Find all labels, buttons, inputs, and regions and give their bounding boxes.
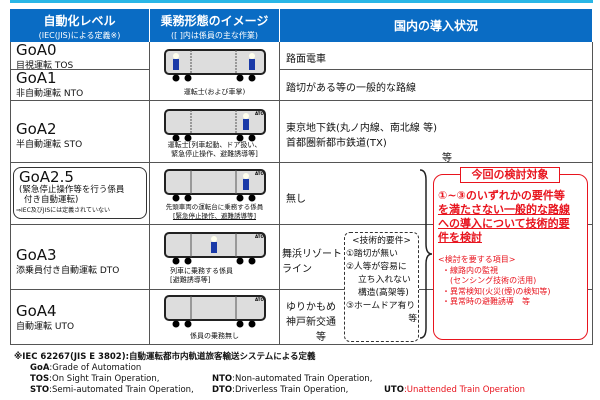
- table-row-goa0: GoA0 目視運転 TOS 路面電車: [10, 41, 593, 71]
- train-unattended-icon: ATO: [164, 295, 266, 328]
- goa-level: GoA4: [16, 302, 57, 320]
- study-title: 今回の検討対象: [460, 167, 560, 183]
- crew-caption: 運転士(および車掌): [183, 88, 246, 96]
- study-main-line: 件を検討: [438, 231, 482, 244]
- study-item: ・異常検知(火災(煙)の検知等): [442, 286, 551, 296]
- header-subtitle: ([ ]内は係員の主な作業): [170, 31, 259, 40]
- abbr-def: :Unattended Train Operation: [403, 385, 526, 395]
- status-text: ゆりかもめ: [286, 302, 336, 313]
- goa-level: GoA2: [16, 120, 57, 138]
- ato-label: ATO: [255, 111, 265, 116]
- status-text: 東京地下鉄(丸ノ内線、南北線 等): [286, 123, 437, 134]
- study-item: ・線路内の監視: [442, 265, 498, 275]
- table-row-goa2: GoA2 半自動運転 STO ATO 運転士[列車起動、ドア扱い、緊急停止操作、避…: [10, 101, 593, 164]
- crew-caption: 列車に乗務する係員: [170, 267, 233, 275]
- top-accent-bar: [10, 0, 593, 3]
- train-two-drivers-icon: [164, 49, 266, 82]
- abbr: DTO: [212, 385, 233, 395]
- goa-note: ⇒IEC及びJISには定義されていない: [16, 207, 110, 214]
- header-automation-level: 自動化レベル (IEC(JIS)による定義※): [10, 9, 150, 42]
- requirements-title: <技術的要件>: [352, 236, 411, 246]
- requirement-item: 等: [408, 314, 417, 324]
- footnote-dto: DTO:Driverless Train Operation,: [212, 385, 348, 396]
- study-items-title: <検討を要する項目>: [438, 255, 516, 264]
- requirement-item: ②人等が容易に: [346, 262, 407, 272]
- goa-name: 非自動運転 NTO: [16, 89, 84, 99]
- train-attendant-icon: ATO: [164, 232, 266, 265]
- footnote-nto: NTO:Non-automated Train Operation,: [212, 374, 372, 385]
- study-item: ・異常時の避難誘導 等: [442, 297, 530, 306]
- technical-requirements-box: <技術的要件> ①踏切が無い ②人等が容易に 立ち入れない 構造(高架等) ③ホ…: [344, 232, 419, 342]
- goa-name: 半自動運転 STO: [16, 140, 83, 150]
- status-text: 路面電車: [286, 54, 326, 65]
- crew-caption: 運転士[列車起動、ドア扱い、: [167, 141, 262, 149]
- table-row-goa1: GoA1 非自動運転 NTO 踏切がある等の一般的な路線: [10, 70, 593, 101]
- train-front-crew-icon: ATO: [164, 169, 266, 202]
- status-text: 等: [316, 332, 326, 343]
- header-domestic-status: 国内の導入状況: [280, 9, 593, 42]
- study-main: ①~③のいずれかの要件等 を満たさない一般的な路線 への導入について技術的要 件…: [434, 189, 587, 245]
- study-main-line: への導入について技術的要: [438, 217, 570, 230]
- status-text: 舞浜リゾート: [282, 249, 342, 260]
- goa-level: GoA0: [16, 41, 57, 59]
- brace-icon: [419, 169, 433, 339]
- status-text: 神戸新交通: [286, 317, 336, 328]
- crew-caption: [避難誘導等]: [170, 276, 211, 284]
- abbr: STO: [30, 385, 50, 395]
- abbr: GoA: [30, 363, 50, 373]
- abbr-def: :Semi-automated Train Operation,: [49, 385, 194, 395]
- abbr: NTO: [212, 374, 233, 384]
- train-ato-driver-icon: ATO: [164, 109, 266, 142]
- abbr: TOS: [30, 374, 50, 384]
- goa2-5-bracket: GoA2.5(緊急停止操作等を行う係員付き自動運転) ⇒IEC及びJISには定義さ…: [13, 167, 147, 219]
- ato-label: ATO: [255, 297, 265, 302]
- abbr-def: :Non-automated Train Operation,: [232, 374, 373, 384]
- requirement-item: ③ホームドア有り: [346, 301, 416, 311]
- abbr-def: :Grade of Automation: [49, 363, 142, 373]
- status-text: 首都圏新都市鉄道(TX): [286, 138, 387, 149]
- status-text: ライン: [282, 264, 312, 275]
- study-main-line: を満たさない一般的な路線: [438, 203, 570, 216]
- crew-caption: 係員の乗務無し: [190, 332, 239, 340]
- footnote-tos: TOS:On Sight Train Operation,: [30, 374, 159, 385]
- status-text: 踏切がある等の一般的な路線: [286, 83, 416, 94]
- status-text: 等: [442, 153, 452, 164]
- goa-level: GoA2.5: [19, 168, 74, 186]
- header-title: 国内の導入状況: [393, 19, 478, 33]
- goa-name: (緊急停止操作等を行う係員: [19, 185, 125, 195]
- requirement-item: ①踏切が無い: [346, 249, 398, 259]
- abbr: UTO: [384, 385, 404, 395]
- crew-caption: 先頭車両の運転台に乗務する係員: [165, 203, 264, 211]
- crew-caption: 緊急停止操作、避難誘導等]: [171, 150, 258, 158]
- status-text: 無し: [286, 194, 306, 205]
- goa-level: GoA3: [16, 246, 57, 264]
- footnote-sto: STO:Semi-automated Train Operation,: [30, 385, 194, 396]
- ato-label: ATO: [255, 234, 265, 239]
- goa-name: 自動運転 UTO: [16, 322, 75, 332]
- goa-name: 添乗員付き自動運転 DTO: [16, 266, 120, 276]
- abbr-def: :On Sight Train Operation,: [49, 374, 160, 384]
- ato-label: ATO: [255, 171, 265, 176]
- goa-level: GoA1: [16, 69, 57, 87]
- study-item: (センシング技術の活用): [450, 276, 537, 285]
- study-main-line: ①~③のいずれかの要件等: [438, 189, 565, 202]
- footnote-definition: ※IEC 62267(JIS E 3802):自動運転都市内軌道旅客輸送システム…: [14, 352, 316, 362]
- header-crew-image: 乗務形態のイメージ ([ ]内は係員の主な作業): [150, 9, 280, 42]
- header-title: 乗務形態のイメージ: [160, 14, 269, 28]
- train-image-goa0-1: 運転士(および車掌): [150, 42, 280, 101]
- goa-name: 付き自動運転): [24, 195, 79, 205]
- table-row-goa3: GoA3 添乗員付き自動運転 DTO ATO 列車に乗務する係員[避難誘導等] 舞…: [10, 225, 593, 290]
- study-target-box: 今回の検討対象 ①~③のいずれかの要件等 を満たさない一般的な路線 への導入につ…: [433, 167, 588, 340]
- table-row-goa2-5: GoA2.5(緊急停止操作等を行う係員付き自動運転) ⇒IEC及びJISには定義さ…: [10, 163, 593, 225]
- goa-name: 目視運転 TOS: [16, 61, 74, 71]
- footnote-goa: GoA:Grade of Automation: [30, 363, 141, 374]
- crew-caption: [緊急停止操作、避難誘導等]: [172, 212, 257, 220]
- requirement-item: 構造(高架等): [358, 288, 409, 298]
- header-subtitle: (IEC(JIS)による定義※): [38, 31, 121, 40]
- footnote-uto: UTO:Unattended Train Operation: [384, 385, 525, 396]
- requirement-item: 立ち入れない: [358, 275, 411, 285]
- header-title: 自動化レベル: [43, 14, 116, 28]
- abbr-def: :Driverless Train Operation,: [232, 385, 349, 395]
